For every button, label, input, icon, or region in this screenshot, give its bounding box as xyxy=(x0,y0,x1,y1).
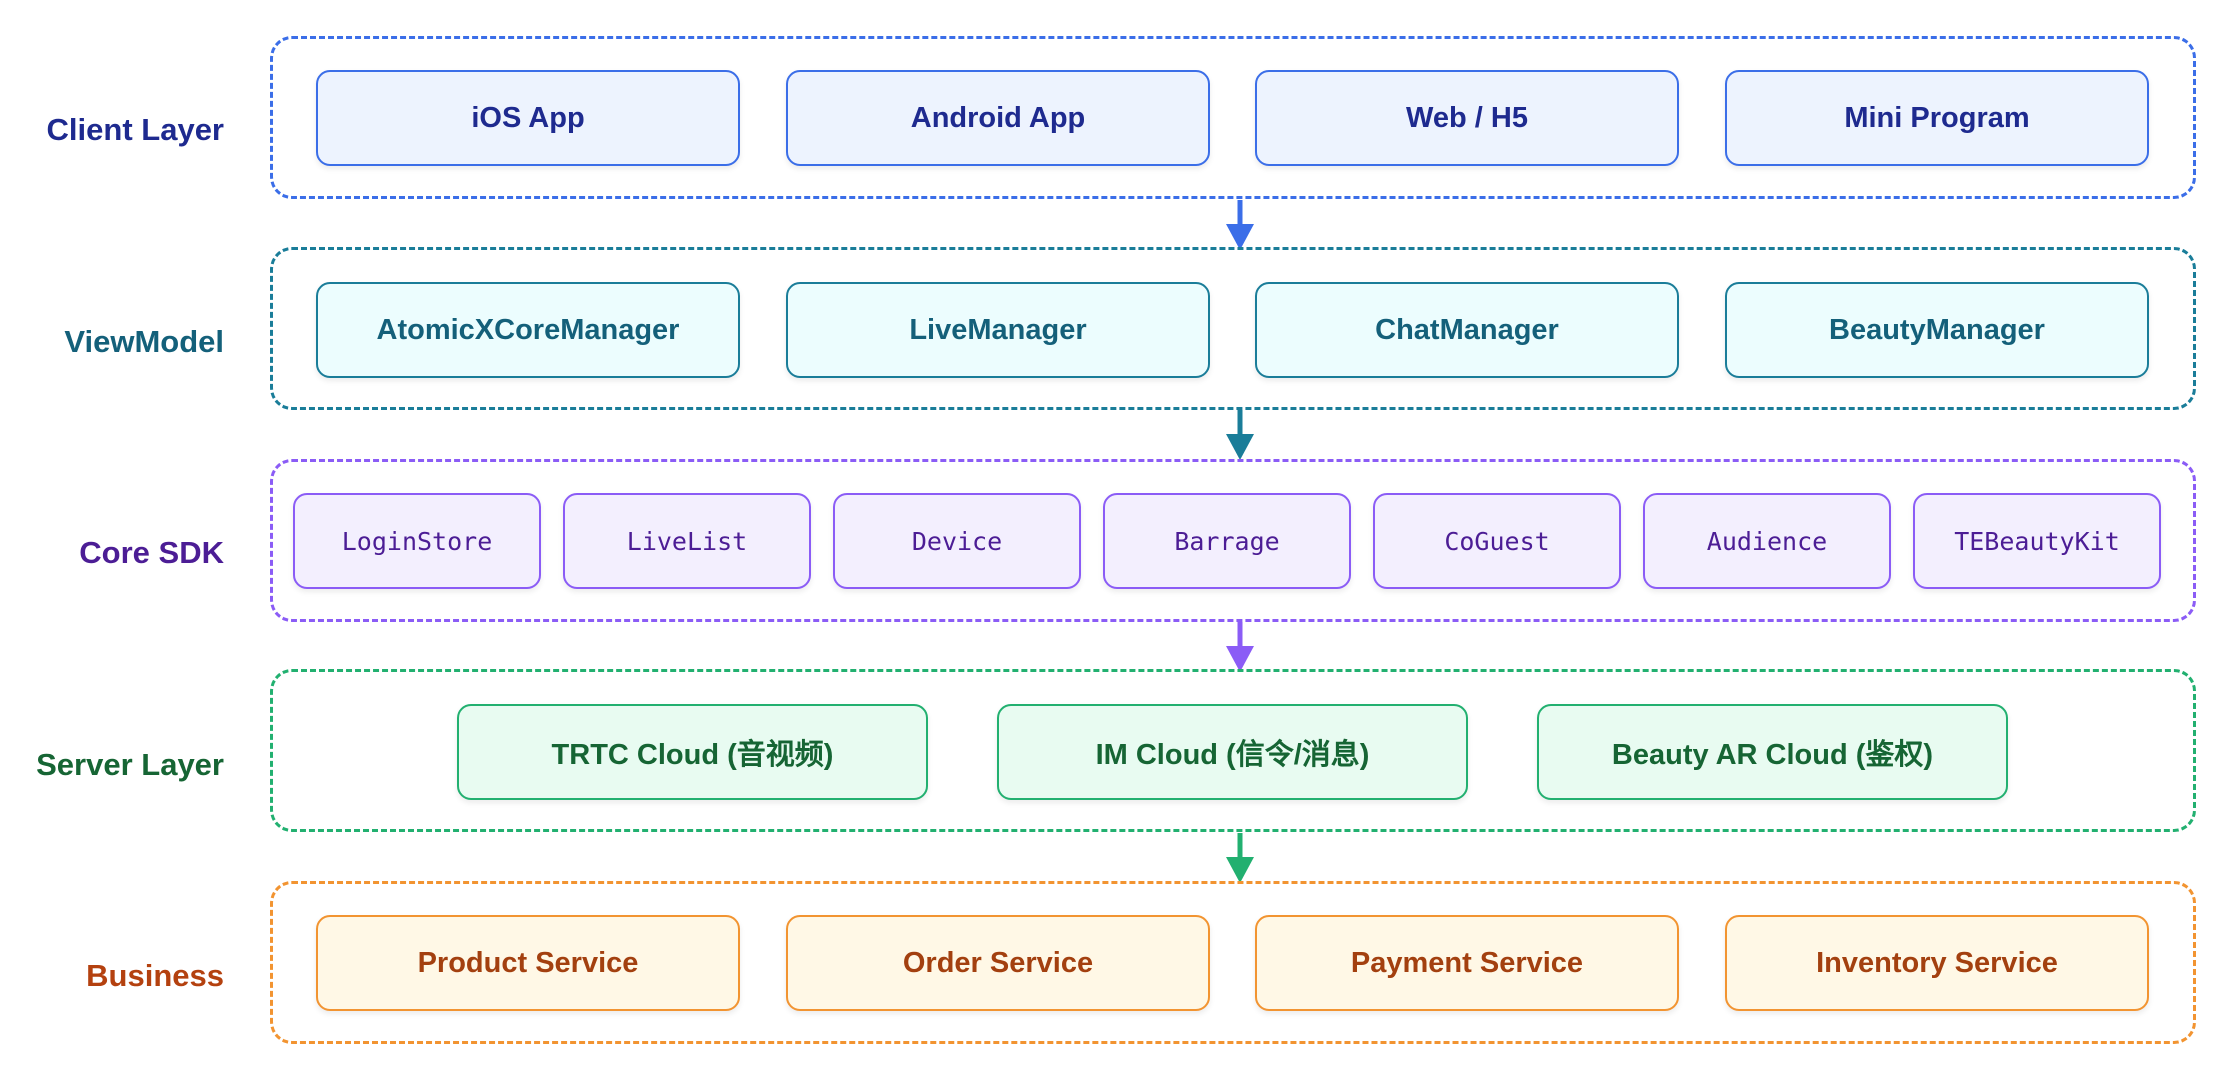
server-layer-label: Server Layer xyxy=(36,747,224,782)
barrage-box: Barrage xyxy=(1103,493,1351,589)
beauty-manager-box: BeautyManager xyxy=(1725,282,2149,378)
arrow-client-to-viewmodel xyxy=(1226,200,1254,250)
login-store-box: LoginStore xyxy=(293,493,541,589)
ios-app-box: iOS App xyxy=(316,70,740,166)
client-layer-label: Client Layer xyxy=(46,112,224,147)
core-sdk-layer-frame xyxy=(270,459,2196,622)
live-manager-box: LiveManager xyxy=(786,282,1210,378)
im-cloud-box: IM Cloud (信令/消息) xyxy=(997,704,1468,800)
business-layer-frame xyxy=(270,881,2196,1044)
audience-box: Audience xyxy=(1643,493,1891,589)
product-service-box: Product Service xyxy=(316,915,740,1011)
server-layer-frame xyxy=(270,669,2196,832)
viewmodel-layer-frame xyxy=(270,247,2196,410)
android-app-box: Android App xyxy=(786,70,1210,166)
inventory-service-box: Inventory Service xyxy=(1725,915,2149,1011)
arrow-viewmodel-to-core xyxy=(1226,410,1254,460)
arrow-core-to-server xyxy=(1226,622,1254,672)
mini-program-box: Mini Program xyxy=(1725,70,2149,166)
live-list-box: LiveList xyxy=(563,493,811,589)
atomicx-core-manager-box: AtomicXCoreManager xyxy=(316,282,740,378)
chat-manager-box: ChatManager xyxy=(1255,282,1679,378)
order-service-box: Order Service xyxy=(786,915,1210,1011)
core-sdk-layer-label: Core SDK xyxy=(79,535,224,570)
business-layer-label: Business xyxy=(86,958,224,993)
device-box: Device xyxy=(833,493,1081,589)
trtc-cloud-box: TRTC Cloud (音视频) xyxy=(457,704,928,800)
viewmodel-layer-label: ViewModel xyxy=(64,324,224,359)
web-h5-box: Web / H5 xyxy=(1255,70,1679,166)
payment-service-box: Payment Service xyxy=(1255,915,1679,1011)
beauty-ar-cloud-box: Beauty AR Cloud (鉴权) xyxy=(1537,704,2008,800)
arrow-server-to-business xyxy=(1226,833,1254,883)
te-beauty-kit-box: TEBeautyKit xyxy=(1913,493,2161,589)
coguest-box: CoGuest xyxy=(1373,493,1621,589)
client-layer-frame xyxy=(270,36,2196,199)
